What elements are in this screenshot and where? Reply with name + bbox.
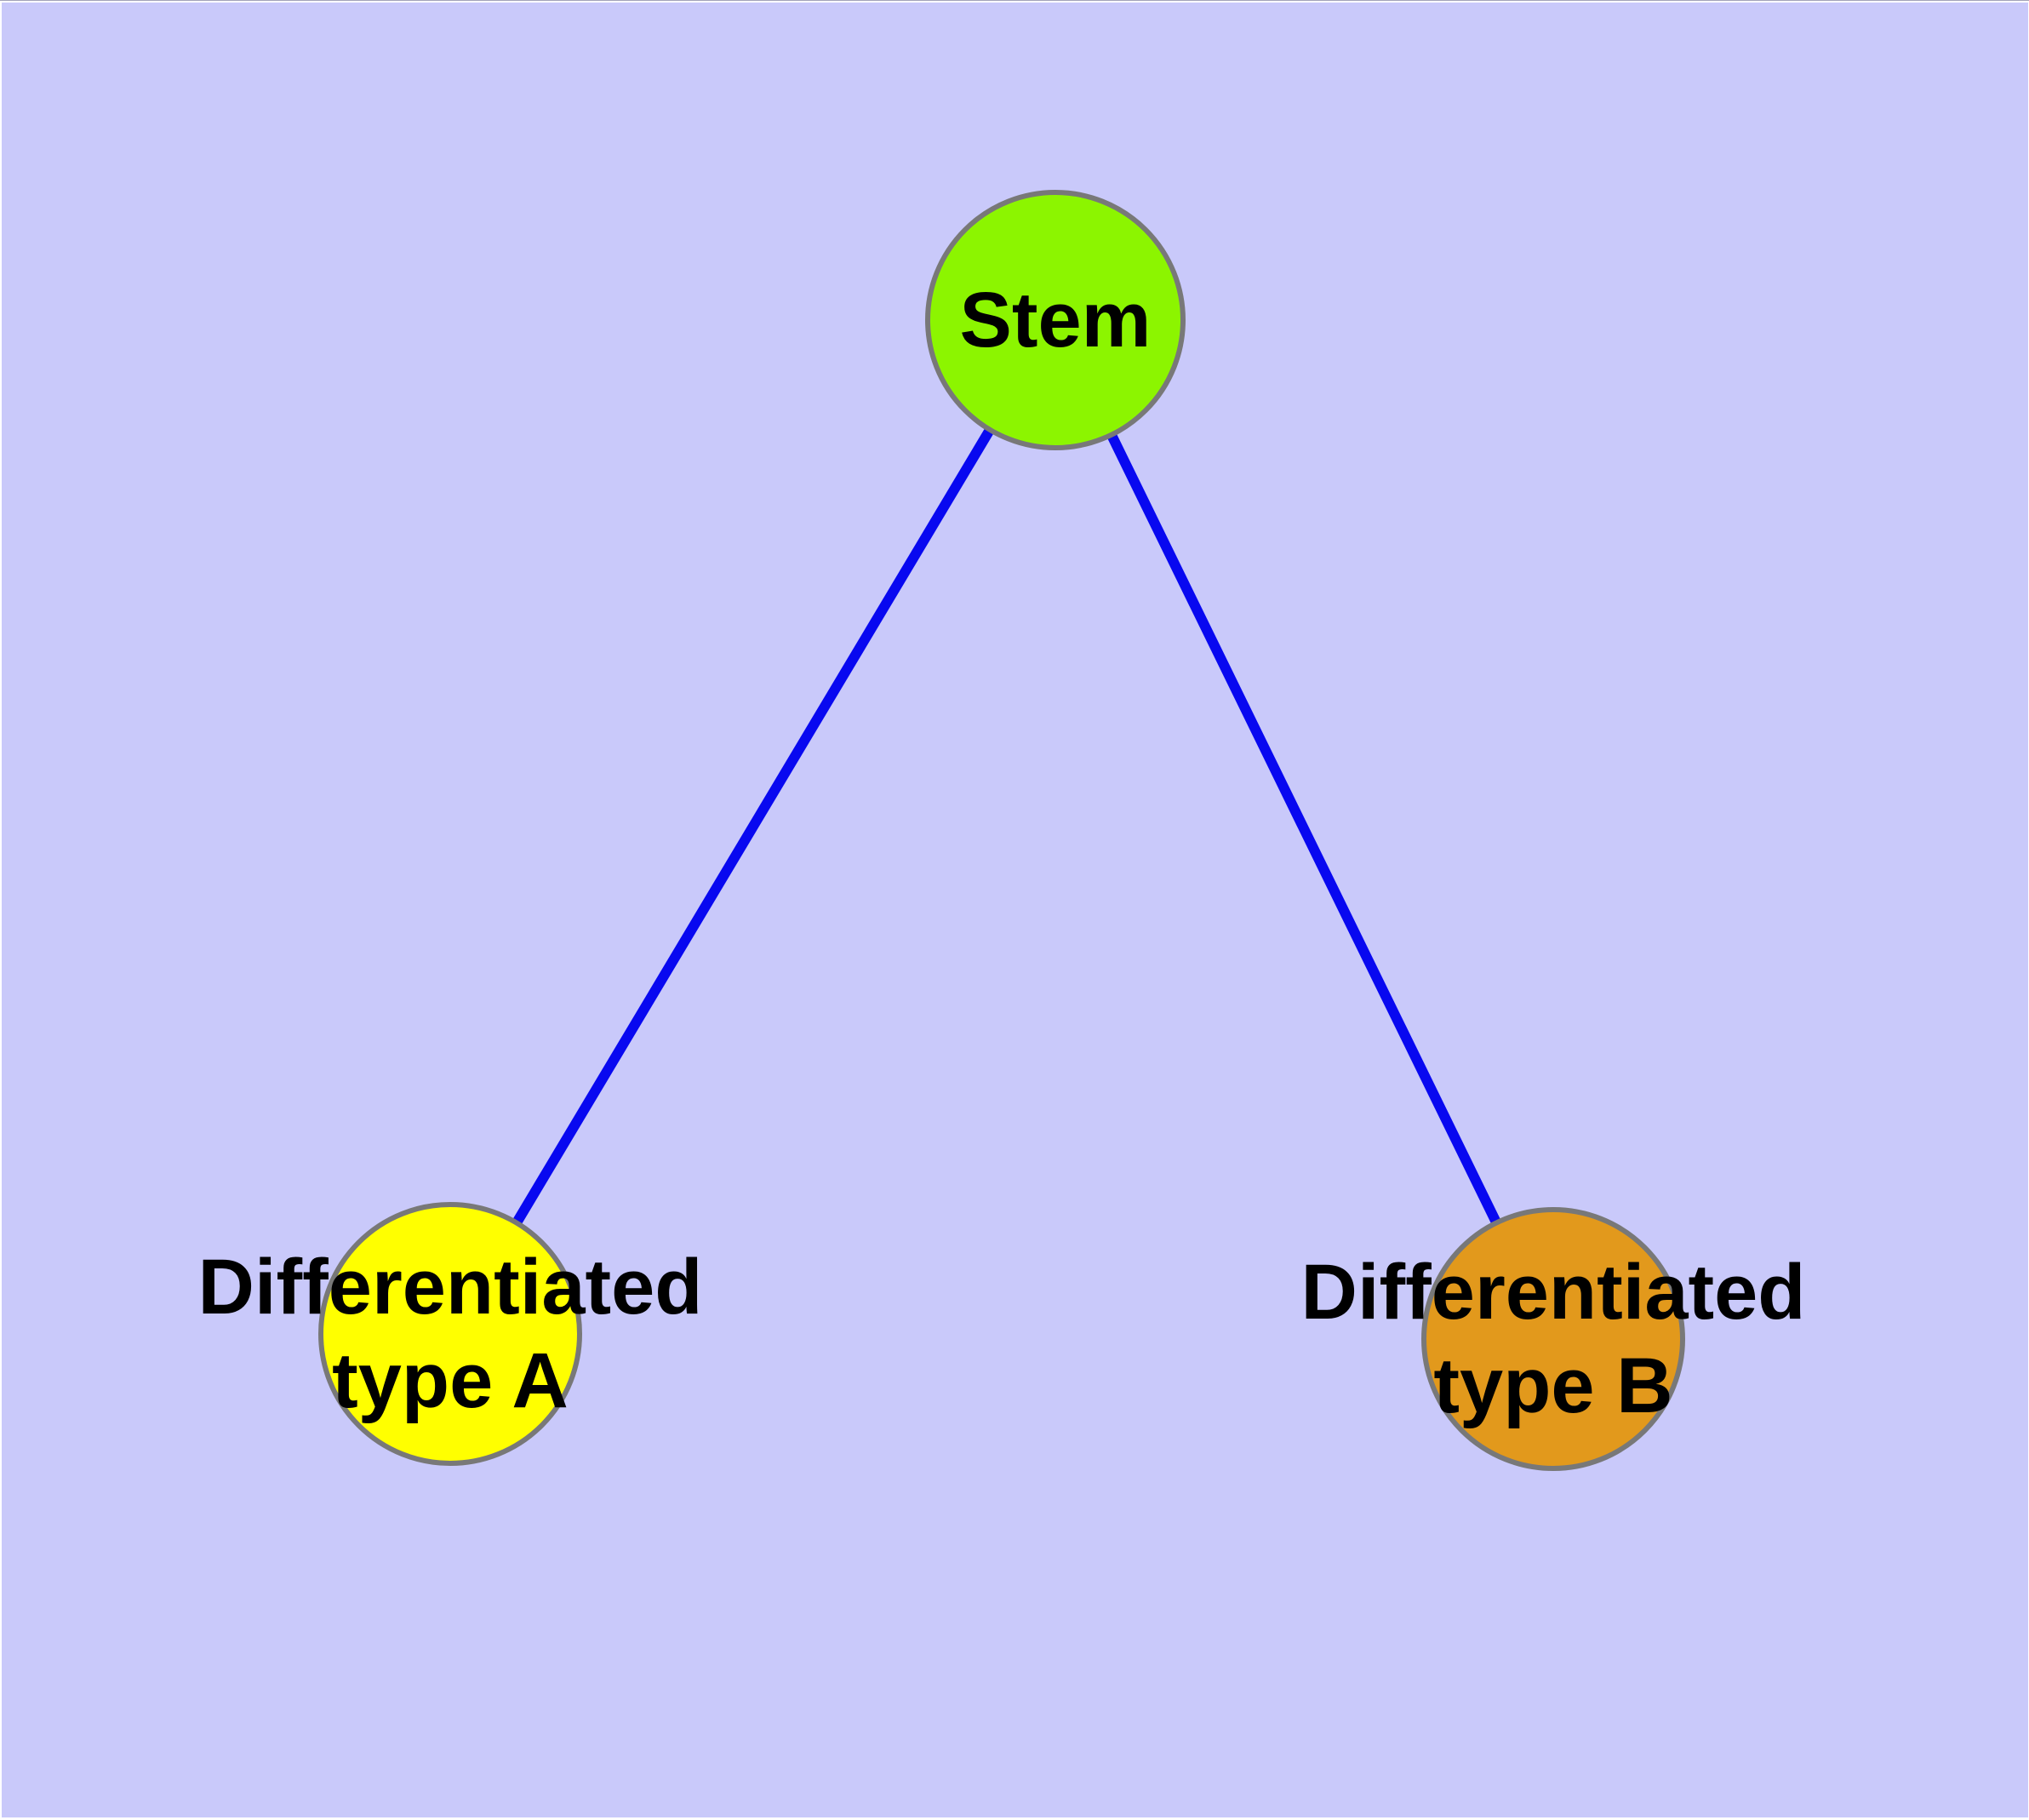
node-type-a[interactable] [318,1202,582,1466]
node-stem[interactable] [925,190,1186,450]
edge-stem-to-type-b [1050,318,1558,1342]
graph-svg [318,190,1685,1471]
window-top-border [0,0,2029,1]
edge-stem-to-type-a [445,317,1060,1337]
node-type-b[interactable] [1421,1207,1685,1471]
